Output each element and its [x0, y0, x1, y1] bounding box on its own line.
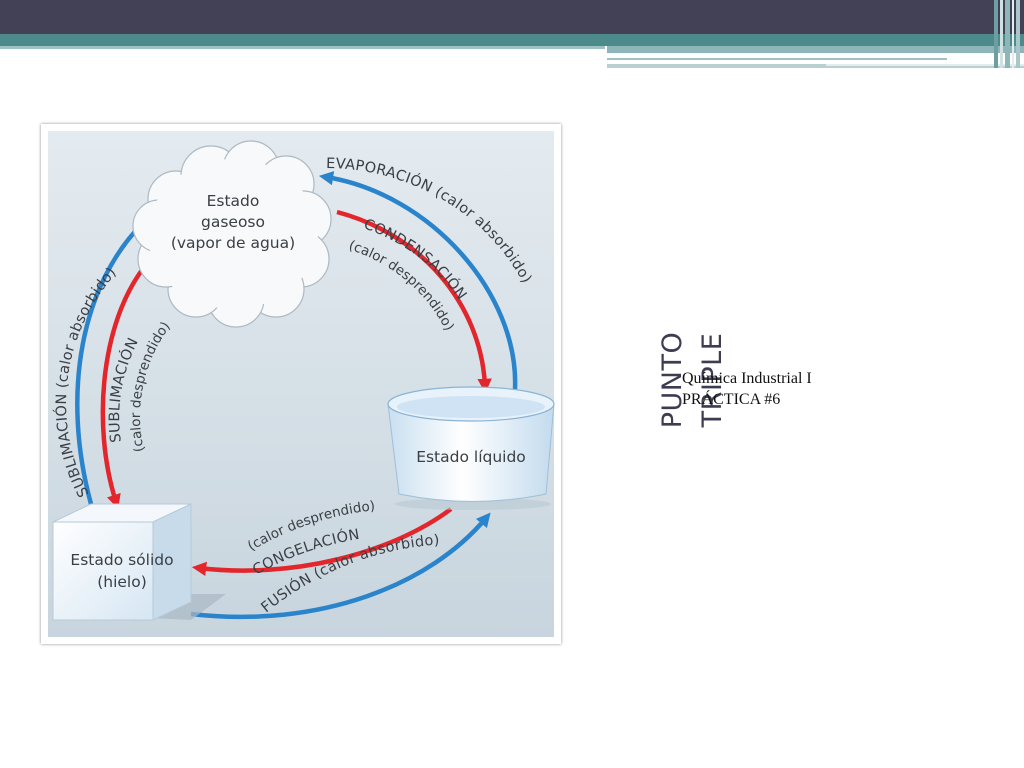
evaporation-arrow	[318, 171, 518, 390]
header-right-band	[607, 46, 1024, 53]
header-accent-line	[0, 46, 605, 49]
gas-label-line3: (vapor de agua)	[171, 234, 295, 252]
liquid-label: Estado líquido	[416, 448, 526, 466]
solid-label-line2: (hielo)	[97, 573, 147, 591]
practice-number: PRÁCTICA #6	[682, 391, 781, 408]
phase-change-diagram: Estado gaseoso (vapor de agua) Estado lí…	[41, 124, 561, 644]
header-right-line	[607, 58, 947, 60]
condensation-arrow	[336, 209, 492, 394]
melting-arrow	[190, 512, 491, 620]
gas-cloud-icon	[132, 140, 332, 328]
diagram-canvas: Estado gaseoso (vapor de agua) Estado lí…	[48, 131, 555, 637]
course-name: Química Industrial I	[682, 370, 812, 387]
sublimation-released-arrow	[100, 257, 153, 509]
slide-subtitle: Química Industrial I PRÁCTICA #6	[682, 368, 812, 410]
header-right-line-white	[826, 64, 1024, 66]
header-right-band-light	[607, 64, 1024, 68]
header-dark-band	[0, 0, 1024, 34]
freezing-arrow	[191, 507, 453, 577]
liquid-bucket-icon	[387, 386, 555, 510]
header-teal-band	[0, 34, 1024, 46]
sublimation-absorbed-arrow	[75, 216, 150, 505]
solid-ice-cube-icon	[52, 503, 226, 621]
gas-label-line1: Estado	[207, 192, 260, 210]
gas-label-line2: gaseoso	[201, 213, 265, 231]
solid-label-line1: Estado sólido	[70, 551, 173, 569]
